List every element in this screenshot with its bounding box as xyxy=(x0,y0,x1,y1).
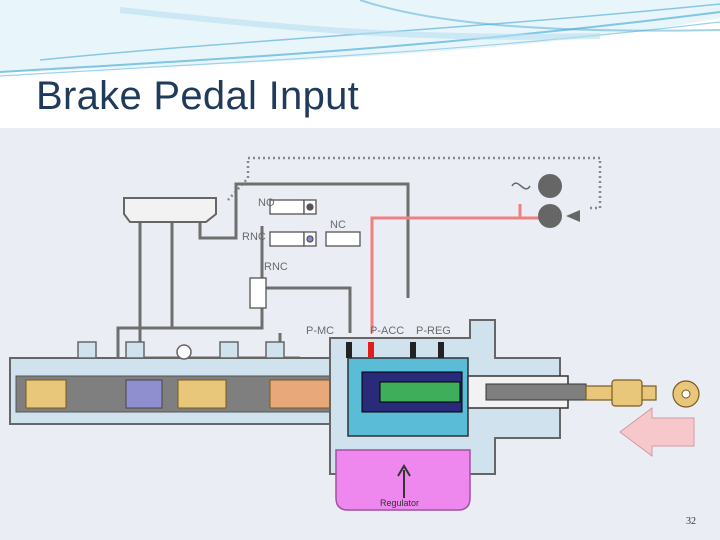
valve-label-rnc-1: RNC xyxy=(242,231,266,243)
regulator-label: Regulator xyxy=(380,498,419,508)
pressure-label-p-mc: P-MC xyxy=(306,325,334,337)
port-marker-p-acc xyxy=(368,342,374,358)
pump-icon xyxy=(538,204,562,228)
valve-rnc-2 xyxy=(249,277,267,309)
valve-no xyxy=(269,199,317,215)
control-signal-line xyxy=(227,156,602,210)
input-force-arrow-icon xyxy=(619,407,695,457)
regulator-arrow-icon xyxy=(397,464,411,498)
piston-left xyxy=(25,379,67,409)
sine-wave-icon xyxy=(511,182,531,190)
valve-nc xyxy=(325,231,361,247)
page-number: 32 xyxy=(686,516,696,527)
master-cylinder-ports xyxy=(77,341,285,360)
motor-pump-icon xyxy=(538,174,562,198)
brake-pedal-hydraulic-diagram: NO RNC NC RNC P-MC P-ACC P-REG xyxy=(9,156,700,511)
pressure-label-p-reg: P-REG xyxy=(416,325,451,337)
pressure-label-p-acc: P-ACC xyxy=(370,325,404,337)
valve-label-rnc-2: RNC xyxy=(264,261,288,273)
port-marker-p-mc xyxy=(346,342,352,358)
valve-label-nc: NC xyxy=(330,219,346,231)
port-marker-p-reg xyxy=(410,342,416,358)
accumulator-line xyxy=(370,204,522,333)
valve-rnc-1 xyxy=(269,231,317,247)
piston-middle xyxy=(125,379,163,409)
piston-right xyxy=(177,379,227,409)
header-wave-decoration xyxy=(0,0,720,77)
reservoir-tank xyxy=(123,197,217,223)
valve-label-no: NO xyxy=(258,197,275,209)
spring-chamber xyxy=(269,379,341,409)
slide-title: Brake Pedal Input xyxy=(36,74,360,118)
